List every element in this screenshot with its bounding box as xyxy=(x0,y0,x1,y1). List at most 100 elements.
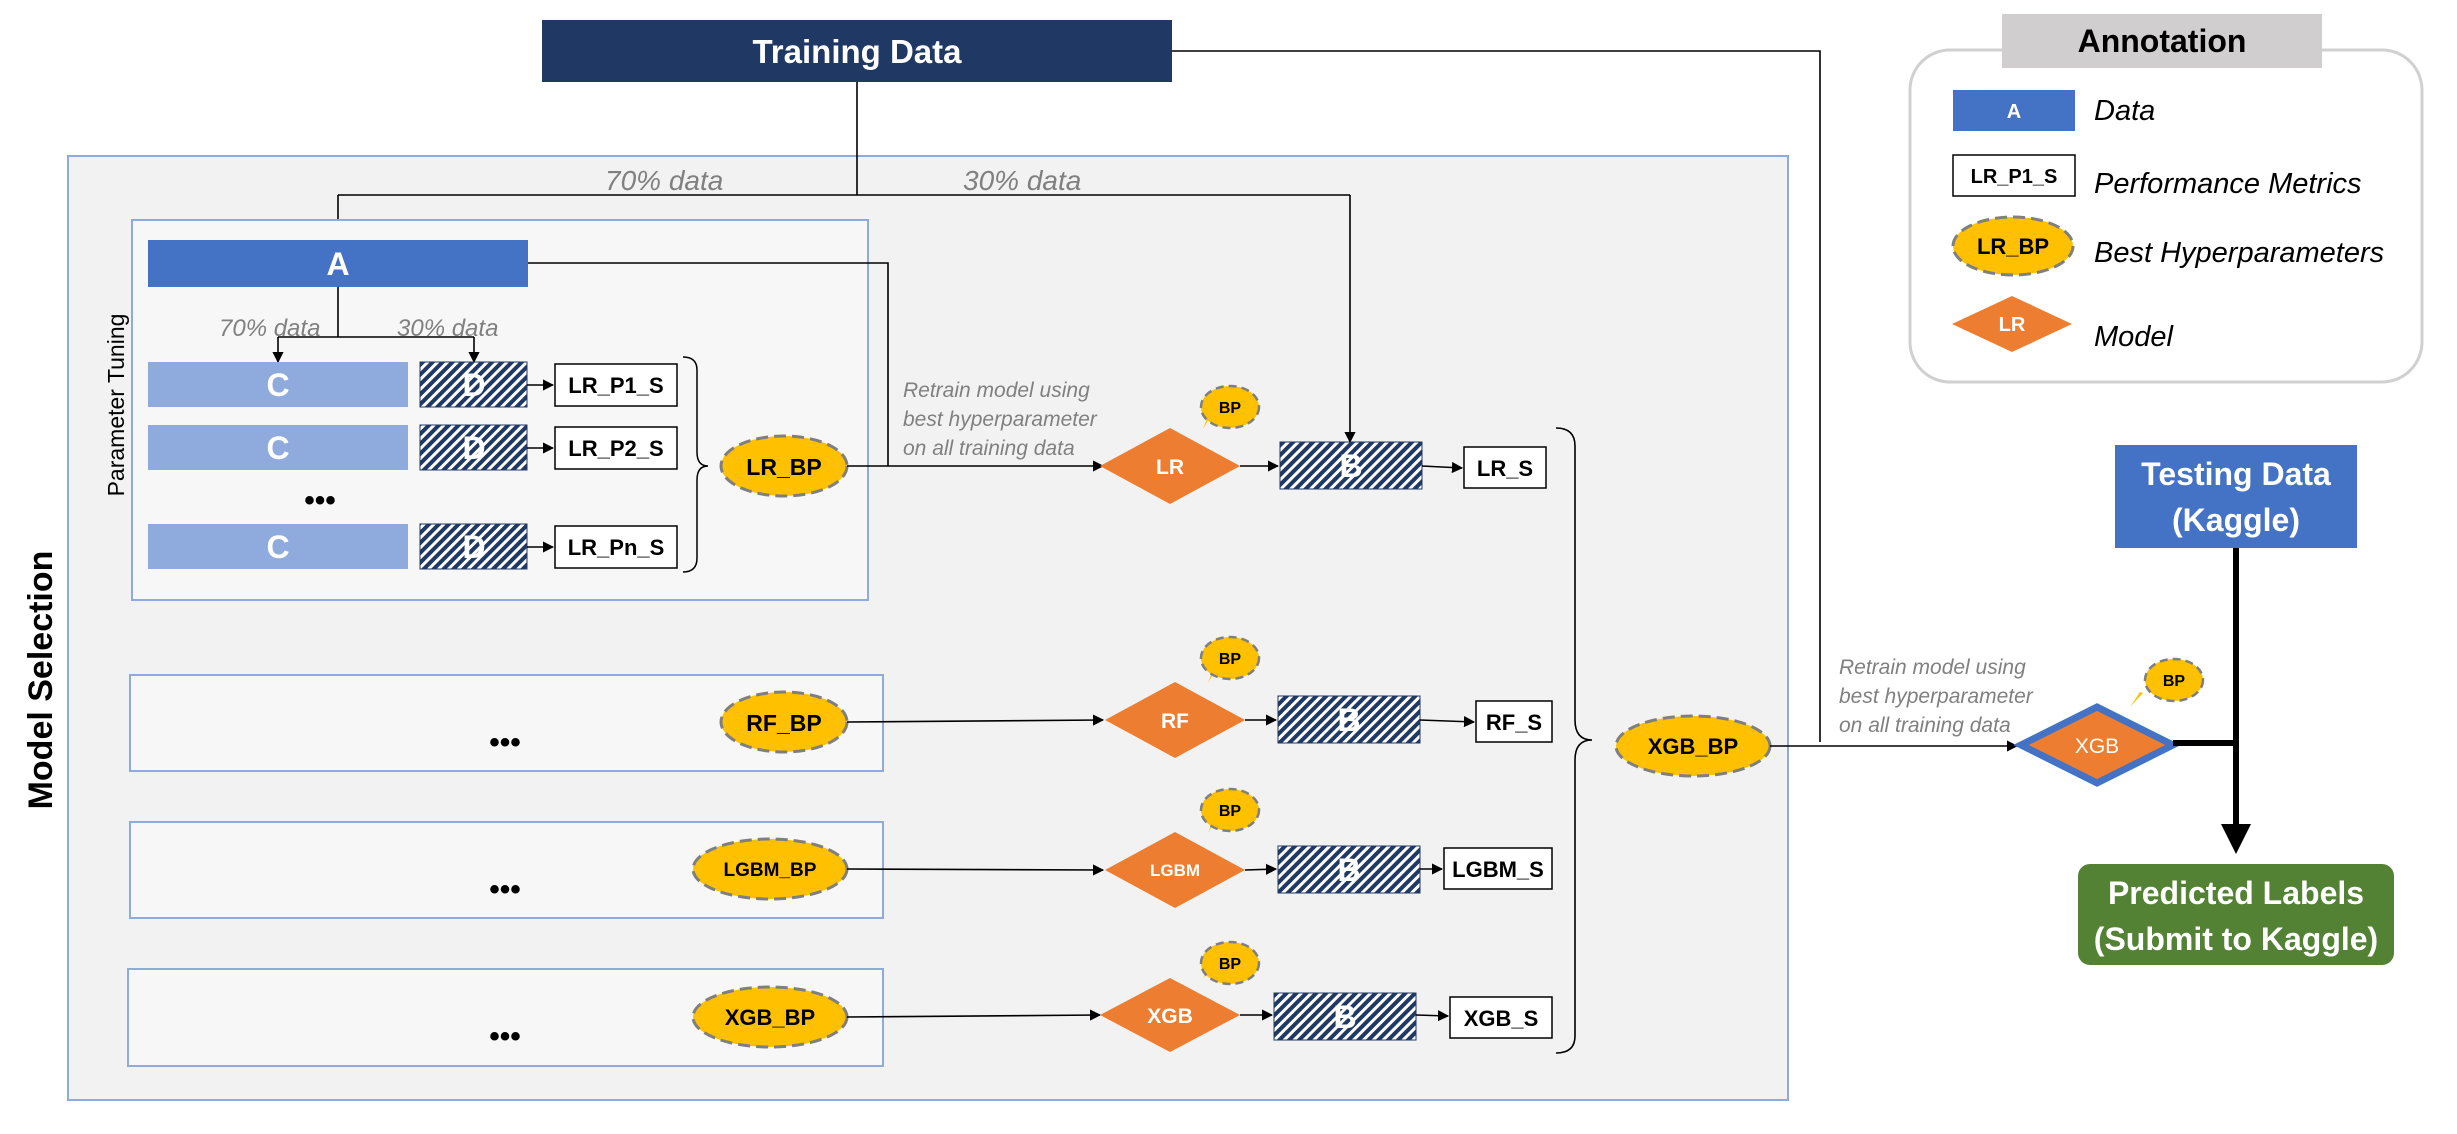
score-box-xgb-label: XGB_S xyxy=(1464,1006,1539,1031)
legend-model-label: Model xyxy=(2094,321,2175,353)
holdout-b-lr xyxy=(1279,441,1423,490)
model-rf-label: RF xyxy=(1161,710,1189,733)
val-fold-d-n xyxy=(419,523,528,570)
score-box-rf-label: RF_S xyxy=(1486,710,1542,735)
scores-brace xyxy=(682,356,709,573)
split-70-label: 70% data xyxy=(605,165,723,196)
legend-sample-data xyxy=(1953,90,2075,131)
arrow-b-to-xgb-score xyxy=(1415,1010,1450,1022)
bp-bubble-xgb-label: BP xyxy=(1219,956,1242,973)
legend-sample-best-params-label: LR_BP xyxy=(1977,234,2049,259)
train-fold-c-2-label: C xyxy=(266,430,289,466)
legend-best-params-label: Best Hyperparameters xyxy=(2094,237,2384,269)
holdout-b-rf xyxy=(1277,695,1421,744)
bp-bubble-rf: BP xyxy=(1199,635,1261,683)
score-box-lr-p1-label: LR_P1_S xyxy=(568,373,663,398)
train-fold-c-1 xyxy=(148,362,408,407)
holdout-b-lr-label: B xyxy=(1339,448,1362,484)
score-box-lr-p2 xyxy=(554,426,678,470)
bp-bubble-lgbm-label: BP xyxy=(1219,803,1242,820)
score-box-xgb xyxy=(1449,996,1553,1039)
final-model-xgb xyxy=(2013,703,2181,787)
predicted-labels-box xyxy=(2078,864,2394,965)
val-fold-d-1 xyxy=(419,361,528,408)
val-fold-d-2 xyxy=(419,424,528,471)
model-selection-label: Model Selection xyxy=(22,551,60,810)
bp-bubble-xgb: BP xyxy=(1199,940,1261,986)
train-fold-c-n-label: C xyxy=(266,529,289,565)
arrow-b-to-rf-score xyxy=(1419,716,1476,728)
final-model-xgb-label: XGB xyxy=(2075,735,2119,758)
retrain-note-top-1: Retrain model using xyxy=(903,379,1090,402)
inner-split-70-label: 70% data xyxy=(219,315,320,342)
bp-bubble-final: BP xyxy=(2130,657,2205,707)
score-box-lr-pn-label: LR_Pn_S xyxy=(568,535,665,560)
predicted-labels-label-2: (Submit to Kaggle) xyxy=(2094,921,2378,957)
arrow-rf-bp-to-model xyxy=(846,714,1105,726)
holdout-b-lgbm xyxy=(1277,845,1421,894)
legend-sample-metric-label: LR_P1_S xyxy=(1971,166,2058,188)
legend-sample-data-label: A xyxy=(2007,101,2021,123)
training-data-box xyxy=(542,20,1172,82)
lgbm-ellipsis: ••• xyxy=(489,873,521,906)
score-box-lr xyxy=(1463,446,1547,489)
train-fold-c-n xyxy=(148,524,408,569)
holdout-b-rf-label: B xyxy=(1337,702,1360,738)
testing-data-box xyxy=(2115,445,2357,548)
best-params-lr-label: LR_BP xyxy=(746,454,821,480)
retrain-note-right-2: best hyperparameter xyxy=(1839,685,2034,708)
model-lgbm xyxy=(1105,832,1245,908)
retrain-note-right-1: Retrain model using xyxy=(1839,656,2026,679)
score-box-lr-label: LR_S xyxy=(1477,456,1533,481)
annotation-title: Annotation xyxy=(2078,23,2247,59)
bp-bubble-lr: BP xyxy=(1199,384,1261,430)
inner-split-30-label: 30% data xyxy=(397,315,498,342)
split-30-label: 30% data xyxy=(963,165,1081,196)
fold-ellipsis: ••• xyxy=(304,484,336,517)
arrow-b-to-lr-score xyxy=(1421,461,1464,474)
holdout-b-xgb-label: B xyxy=(1333,999,1356,1035)
score-box-lr-p1 xyxy=(554,363,678,407)
val-fold-d-n-label: D xyxy=(462,529,485,565)
val-fold-d-1-label: D xyxy=(462,367,485,403)
annotation-title-box xyxy=(2002,14,2322,68)
legend-data-label: Data xyxy=(2094,95,2155,127)
score-box-rf xyxy=(1475,700,1553,743)
legend-metric-label: Performance Metrics xyxy=(2094,168,2362,200)
xgb-ellipsis: ••• xyxy=(489,1020,521,1053)
retrain-note-top-3: on all training data xyxy=(903,437,1075,460)
model-xgb-label: XGB xyxy=(1147,1005,1193,1028)
arrow-lgbm-bp-to-model xyxy=(846,864,1105,876)
model-scores-brace xyxy=(1555,427,1593,1054)
arrow-xgb-bp-to-model xyxy=(846,1009,1102,1021)
data-box-a-label: A xyxy=(326,246,349,282)
arrow-lgbm-to-b xyxy=(1244,863,1278,875)
bp-bubble-final-label: BP xyxy=(2163,673,2186,690)
score-box-lr-pn xyxy=(554,525,678,569)
best-params-rf-label: RF_BP xyxy=(746,710,821,736)
score-box-lgbm-label: LGBM_S xyxy=(1452,857,1544,882)
connector-a-to-retrain xyxy=(528,262,889,466)
holdout-b-lgbm-label: B xyxy=(1337,852,1360,888)
retrain-note-right-3: on all training data xyxy=(1839,714,2011,737)
retrain-note-top-2: best hyperparameter xyxy=(903,408,1098,431)
bp-bubble-lr-label: BP xyxy=(1219,400,1242,417)
predicted-labels-label-1: Predicted Labels xyxy=(2108,875,2364,911)
score-box-lr-p2-label: LR_P2_S xyxy=(568,436,663,461)
model-xgb xyxy=(1100,978,1240,1052)
score-box-lgbm xyxy=(1443,847,1553,890)
bp-bubble-lgbm: BP xyxy=(1199,787,1261,833)
data-box-a xyxy=(148,240,528,287)
best-params-lgbm-label: LGBM_BP xyxy=(724,860,817,881)
bp-bubble-rf-label: BP xyxy=(1219,651,1242,668)
parameter-tuning-label: Parameter Tuning xyxy=(103,314,129,497)
testing-data-label-1: Testing Data xyxy=(2141,456,2331,492)
selected-best-params-label: XGB_BP xyxy=(1648,734,1738,759)
model-lr xyxy=(1100,428,1240,504)
model-lr-label: LR xyxy=(1156,456,1184,479)
legend-sample-model xyxy=(1952,296,2072,352)
train-fold-c-2 xyxy=(148,425,408,470)
model-rf xyxy=(1105,682,1245,758)
testing-data-label-2: (Kaggle) xyxy=(2172,502,2300,538)
